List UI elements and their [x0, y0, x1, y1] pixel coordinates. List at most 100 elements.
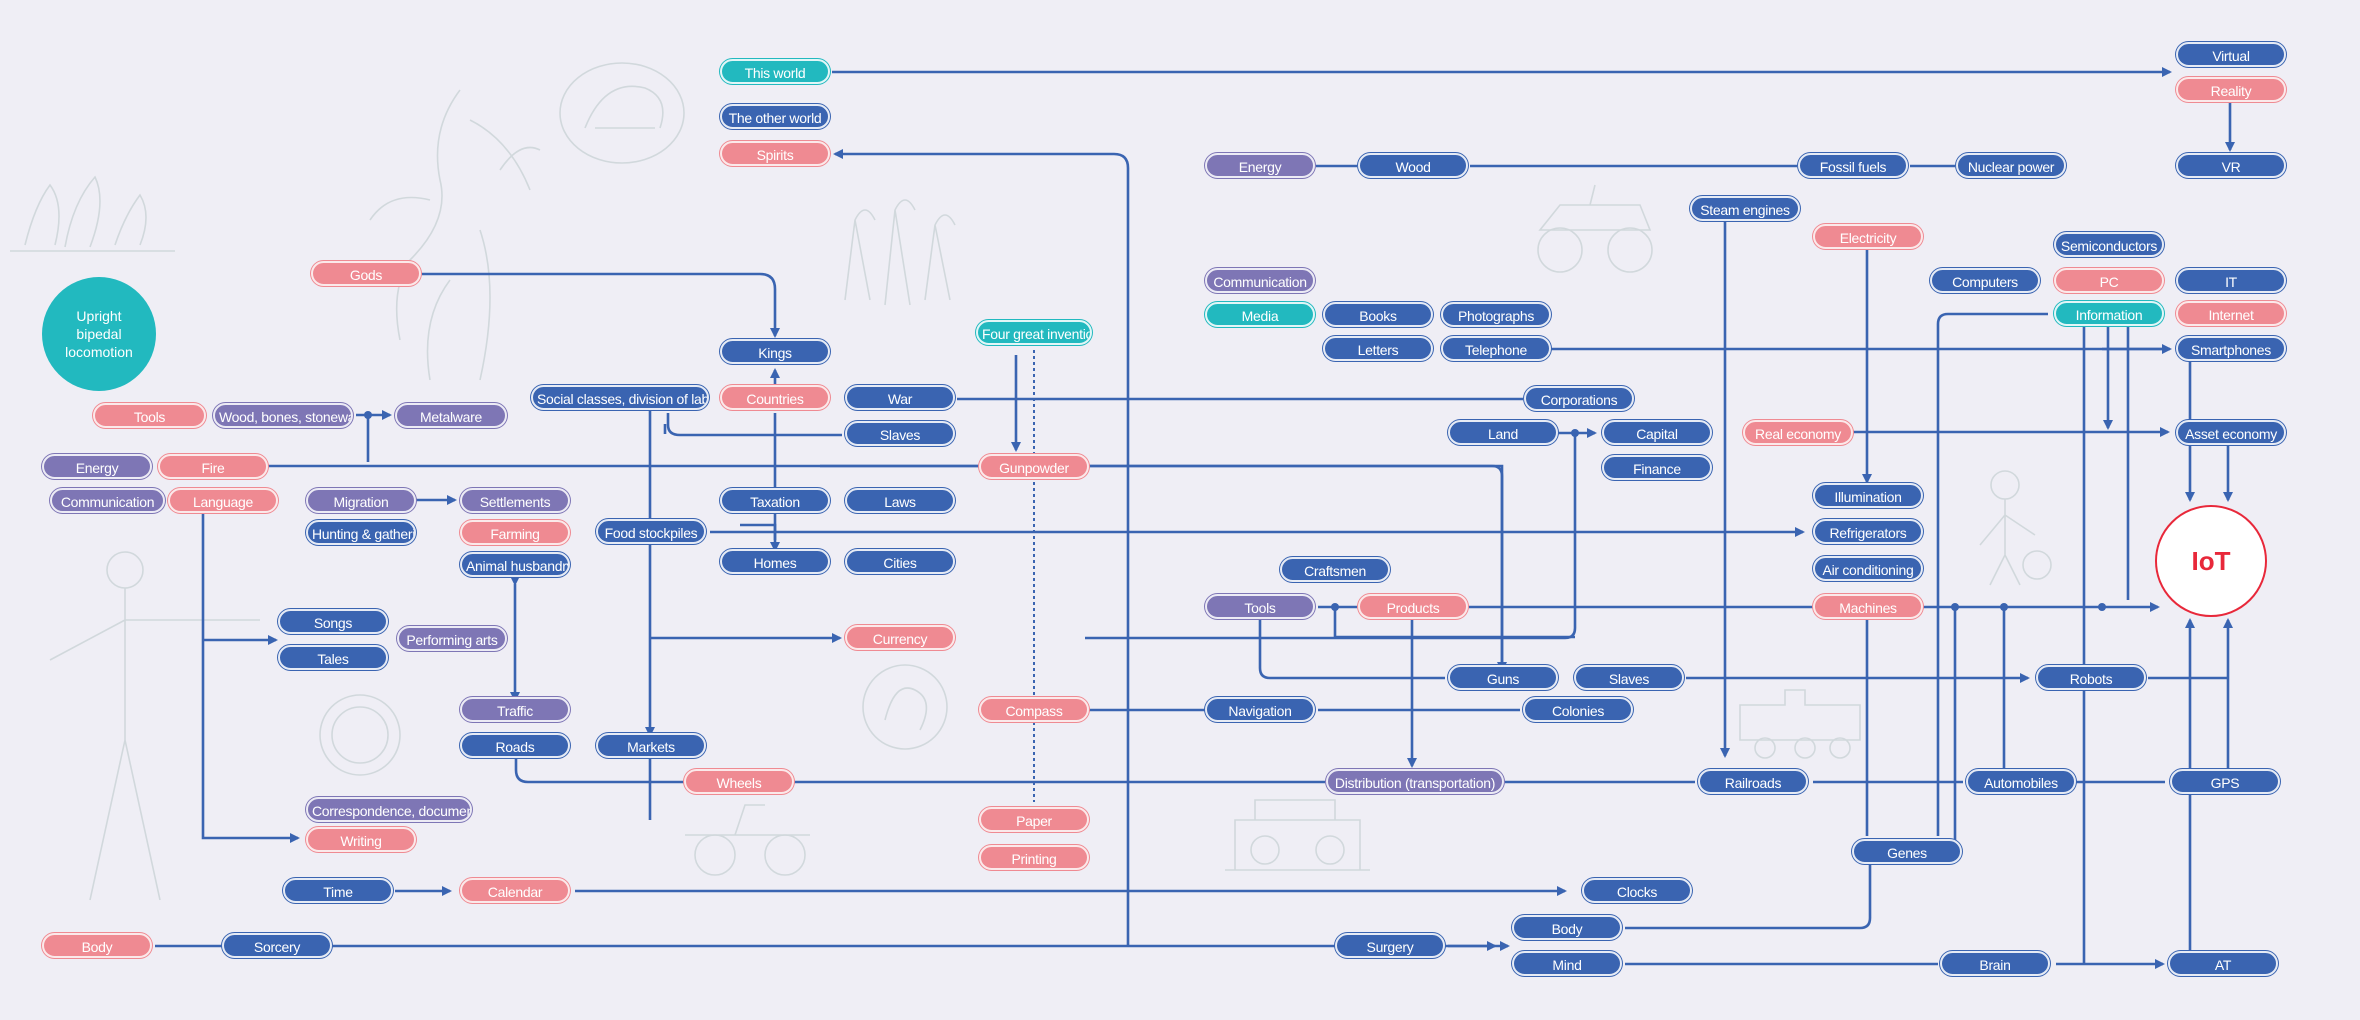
edison-illustration	[1965, 465, 2055, 590]
tools-node: Tools	[1205, 594, 1315, 619]
sorcery-node: Sorcery	[222, 933, 332, 958]
gods-node: Gods	[311, 261, 421, 286]
laws-node: Laws	[845, 488, 955, 513]
wheels-node: Wheels	[684, 769, 794, 794]
migration-node: Migration	[306, 488, 416, 513]
information-node: Information	[2054, 301, 2164, 326]
vr-node: VR	[2176, 153, 2286, 178]
railroads-node: Railroads	[1698, 769, 1808, 794]
communication-node: Communication	[1205, 268, 1315, 293]
compass-node: Compass	[979, 697, 1089, 722]
roads-node: Roads	[460, 733, 570, 758]
illumination-node: Illumination	[1813, 483, 1923, 508]
reality-node: Reality	[2176, 77, 2286, 102]
computers-node: Computers	[1930, 268, 2040, 293]
energy-node: Energy	[42, 454, 152, 479]
mind-node: Mind	[1512, 951, 1622, 976]
printing-press-illustration	[1215, 790, 1380, 880]
telephone-node: Telephone	[1441, 336, 1551, 361]
language-node: Language	[168, 488, 278, 513]
media-node: Media	[1205, 302, 1315, 327]
energy-node: Energy	[1205, 153, 1315, 178]
tales-node: Tales	[278, 645, 388, 670]
four-great-inventions-node: Four great inventions	[976, 320, 1092, 345]
kings-node: Kings	[720, 339, 830, 364]
finance-node: Finance	[1602, 455, 1712, 480]
markets-node: Markets	[596, 733, 706, 758]
greek-coin-illustration	[855, 660, 955, 755]
colonies-node: Colonies	[1523, 697, 1633, 722]
classical-figures-illustration	[825, 180, 975, 310]
settlements-node: Settlements	[460, 488, 570, 513]
hunting-gathering-node: Hunting & gathering	[306, 520, 416, 545]
social-classes-node: Social classes, division of labor	[531, 385, 709, 410]
chariot-illustration	[675, 795, 820, 880]
locomotive-illustration	[1735, 680, 1865, 760]
slaves-node: Slaves	[845, 421, 955, 446]
communication-node: Communication	[50, 488, 165, 513]
capital-node: Capital	[1602, 420, 1712, 445]
currency-node: Currency	[845, 625, 955, 650]
asset-economy-node: Asset economy	[2176, 420, 2286, 445]
machines-node: Machines	[1813, 594, 1923, 619]
vitruvian-man-illustration	[40, 540, 270, 910]
footprints-illustration	[5, 165, 180, 255]
performing-arts-node: Performing arts	[397, 626, 507, 651]
wood-bones-stoneware-node: Wood, bones, stoneware	[213, 403, 353, 428]
spirits-node: Spirits	[720, 141, 830, 166]
land-node: Land	[1448, 420, 1558, 445]
farming-node: Farming	[460, 520, 570, 545]
semiconductors-node: Semiconductors	[2054, 232, 2164, 257]
corporations-node: Corporations	[1524, 386, 1634, 411]
fossil-fuels-node: Fossil fuels	[1798, 153, 1908, 178]
coin-illustration	[310, 690, 410, 780]
food-stockpiles-node: Food stockpiles	[596, 519, 706, 544]
paper-node: Paper	[979, 807, 1089, 832]
brain-node: Brain	[1940, 951, 2050, 976]
automobiles-node: Automobiles	[1966, 769, 2076, 794]
upright-bipedal-locomotion-node: Upright bipedal locomotion	[42, 277, 156, 391]
smartphones-node: Smartphones	[2176, 336, 2286, 361]
virtual-node: Virtual	[2176, 42, 2286, 67]
real-economy-node: Real economy	[1743, 420, 1853, 445]
at-node: AT	[2168, 951, 2278, 976]
electricity-node: Electricity	[1813, 224, 1923, 249]
products-node: Products	[1358, 594, 1468, 619]
slaves-node: Slaves	[1574, 665, 1684, 690]
war-node: War	[845, 385, 955, 410]
early-automobile-illustration	[1520, 175, 1670, 280]
medieval-figure-illustration	[350, 80, 570, 400]
taxation-node: Taxation	[720, 488, 830, 513]
surgery-node: Surgery	[1335, 933, 1445, 958]
calendar-node: Calendar	[460, 878, 570, 903]
this-world-node: This world	[720, 59, 830, 84]
countries-node: Countries	[720, 385, 830, 410]
correspondence-documents-node: Correspondence, documents	[306, 797, 472, 822]
metalware-node: Metalware	[395, 403, 507, 428]
steam-engines-node: Steam engines	[1690, 196, 1800, 221]
books-node: Books	[1323, 302, 1433, 327]
distribution-transportation-node: Distribution (transportation)	[1326, 769, 1504, 794]
tools-node: Tools	[93, 403, 206, 428]
homes-node: Homes	[720, 549, 830, 574]
cities-node: Cities	[845, 549, 955, 574]
nuclear-power-node: Nuclear power	[1956, 153, 2066, 178]
pc-node: PC	[2054, 268, 2164, 293]
navigation-node: Navigation	[1205, 697, 1315, 722]
printing-node: Printing	[979, 845, 1089, 870]
letters-node: Letters	[1323, 336, 1433, 361]
air-conditioning-node: Air conditioning	[1813, 556, 1923, 581]
photographs-node: Photographs	[1441, 302, 1551, 327]
gps-node: GPS	[2170, 769, 2280, 794]
time-node: Time	[283, 878, 393, 903]
gunpowder-node: Gunpowder	[979, 454, 1089, 479]
it-node: IT	[2176, 268, 2286, 293]
refrigerators-node: Refrigerators	[1813, 519, 1923, 544]
traffic-node: Traffic	[460, 697, 570, 722]
robots-node: Robots	[2036, 665, 2146, 690]
craftsmen-node: Craftsmen	[1280, 557, 1390, 582]
clocks-node: Clocks	[1582, 878, 1692, 903]
helmet-coin-illustration	[555, 58, 690, 168]
